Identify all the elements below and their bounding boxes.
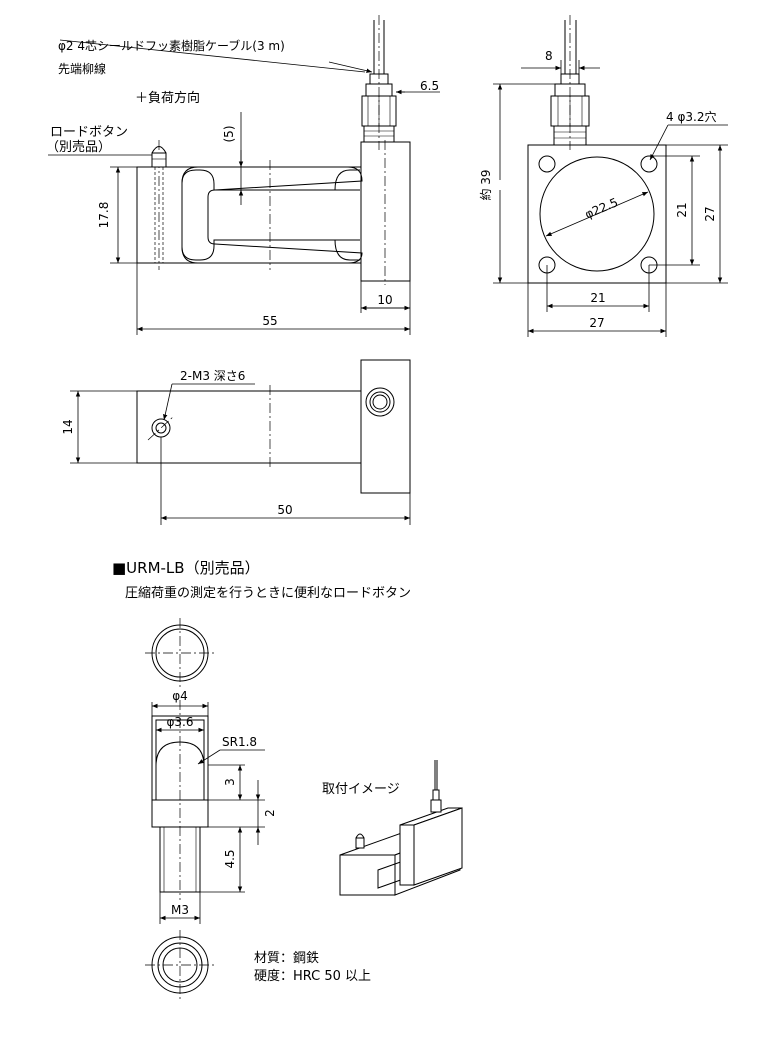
dim-10: 10 — [377, 293, 392, 307]
dim-17-8: 17.8 — [97, 202, 111, 229]
dim-sr1-8: SR1.8 — [222, 735, 257, 749]
side-view-dims — [493, 60, 728, 337]
cable-end-label: 先端柳線 — [58, 61, 106, 76]
dim-50: 50 — [277, 503, 292, 517]
load-button-label-2: （別売品） — [46, 139, 111, 155]
dim-55: 55 — [262, 314, 277, 328]
load-direction-label: ＋負荷方向 — [135, 90, 200, 106]
hole-spec-label: 4 φ3.2穴 — [666, 109, 716, 124]
dim-14: 14 — [61, 419, 75, 434]
side-view — [527, 15, 667, 284]
urm-lb-bottom-view — [145, 930, 215, 1000]
section-title: ■URM-LB（別売品） — [112, 559, 260, 577]
load-button-label-1: ロードボタン — [50, 125, 128, 140]
dim-phi4: φ4 — [172, 689, 188, 703]
dim-m3: M3 — [171, 903, 189, 917]
urm-lb-dims — [151, 702, 265, 924]
dim-3: 3 — [223, 778, 237, 786]
text-layer: φ2 4芯シールドフッ素樹脂ケーブル(3 m) 先端柳線 ＋負荷方向 ロードボタ… — [46, 38, 717, 984]
tapped-hole-label: 2-M3 深さ6 — [180, 369, 245, 383]
dim-21-h: 21 — [590, 291, 605, 305]
mount-image-label: 取付イメージ — [322, 782, 400, 797]
material-label: 材質：鋼鉄 — [254, 951, 319, 966]
urm-lb-top-view — [145, 618, 215, 688]
dim-8: 8 — [545, 49, 553, 63]
cable-label: φ2 4芯シールドフッ素樹脂ケーブル(3 m) — [58, 38, 285, 53]
front-view-dims — [48, 39, 440, 335]
section-subtitle: 圧縮荷重の測定を行うときに便利なロードボタン — [125, 585, 411, 601]
diameter-label: φ22.5 — [583, 195, 620, 221]
hardness-label: 硬度：HRC 50 以上 — [254, 968, 371, 984]
front-view — [136, 15, 411, 285]
dim-approx-39: 約 39 — [478, 169, 493, 200]
dim-27-v: 27 — [703, 206, 717, 221]
top-view-dims — [70, 383, 411, 525]
gap-label: (5) — [222, 126, 236, 143]
dim-27-h: 27 — [589, 316, 604, 330]
dim-2: 2 — [263, 809, 277, 817]
mount-image-illustration — [339, 760, 463, 896]
dim-phi3-6: φ3.6 — [167, 715, 194, 729]
top-view — [136, 359, 411, 494]
dim-6-5: 6.5 — [420, 79, 439, 93]
dim-4-5: 4.5 — [223, 849, 237, 868]
dim-21-v: 21 — [675, 202, 689, 217]
